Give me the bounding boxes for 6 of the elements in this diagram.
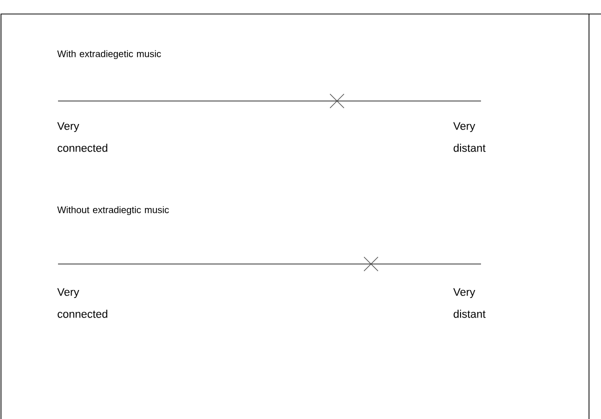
scale-label: Very connected bbox=[57, 288, 108, 318]
scale-label: With extradiegetic music bbox=[57, 50, 161, 60]
scale-label: Without extradiegtic music bbox=[57, 206, 169, 216]
scale-label: Very distant bbox=[453, 122, 486, 152]
scale-label: Very connected bbox=[57, 122, 108, 152]
scale-label: Very distant bbox=[453, 288, 486, 318]
